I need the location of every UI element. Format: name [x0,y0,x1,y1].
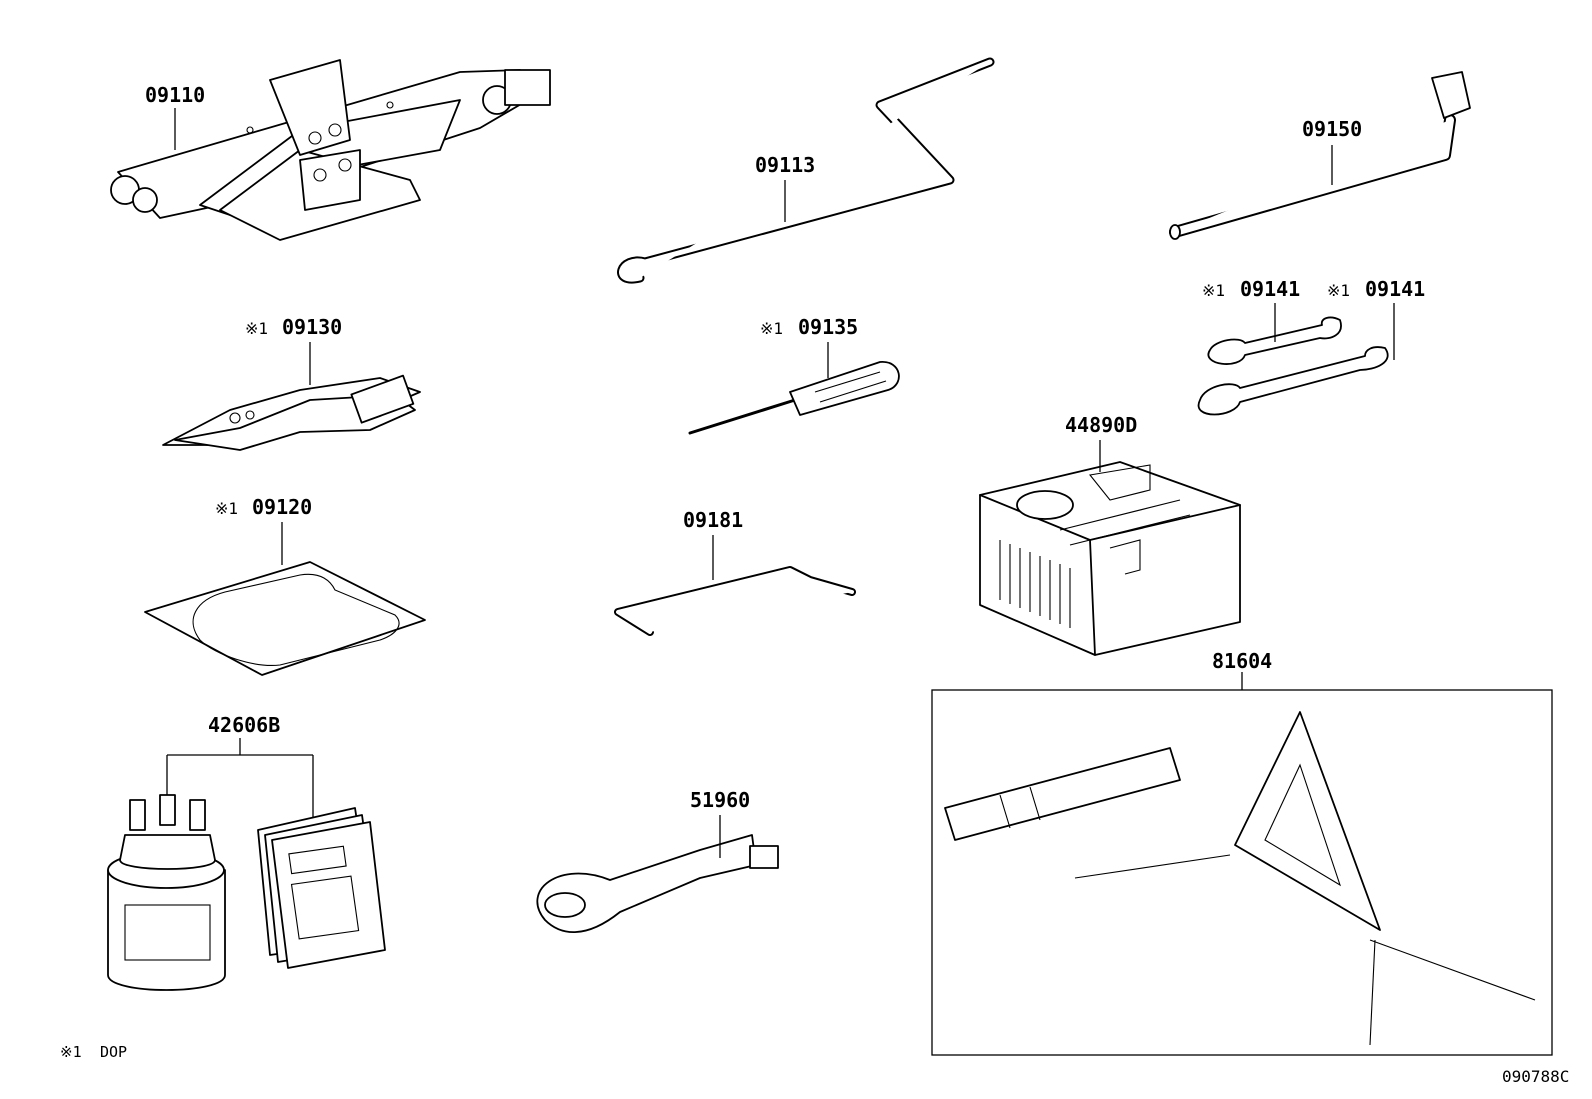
warning-triangle-drawing [944,711,1536,1046]
mark-09120: ※1 [215,499,238,518]
tire-compressor-drawing [979,461,1241,656]
label-09113: 09113 [755,153,815,177]
cement-jar-drawing [107,794,226,991]
label-44890D: 44890D [1065,413,1137,437]
lug-wrench-drawing [1169,71,1471,240]
label-09150: 09150 [1302,117,1362,141]
towing-eye-drawing [536,834,779,934]
label-09141-left: 09141 [1240,277,1300,301]
label-42606B: 42606B [208,713,280,737]
mark-09141-left: ※1 [1202,281,1225,300]
screwdriver-drawing [688,361,900,435]
repair-patch-drawing [144,561,426,676]
jack-handle-drawing [617,57,995,284]
label-09120: 09120 [252,495,312,519]
reference-code: 090788C [1502,1067,1569,1086]
mark-09130: ※1 [245,319,268,338]
label-81604: 81604 [1212,649,1272,673]
label-09141-right: 09141 [1365,277,1425,301]
mark-09135: ※1 [760,319,783,338]
label-09110: 09110 [145,83,205,107]
warning-triangle-frame [931,689,1553,1056]
label-09135: 09135 [798,315,858,339]
label-09181: 09181 [683,508,743,532]
legend-text: DOP [100,1043,127,1061]
pliers-drawing [162,374,421,451]
label-09130: 09130 [282,315,342,339]
open-end-wrenches-drawing [1197,316,1389,416]
label-51960: 51960 [690,788,750,812]
jack-drawing [110,59,551,241]
patch-stack-drawing [257,807,386,969]
hex-key-drawing [614,566,856,636]
legend-mark: ※1 [60,1043,82,1061]
mark-09141-right: ※1 [1327,281,1350,300]
